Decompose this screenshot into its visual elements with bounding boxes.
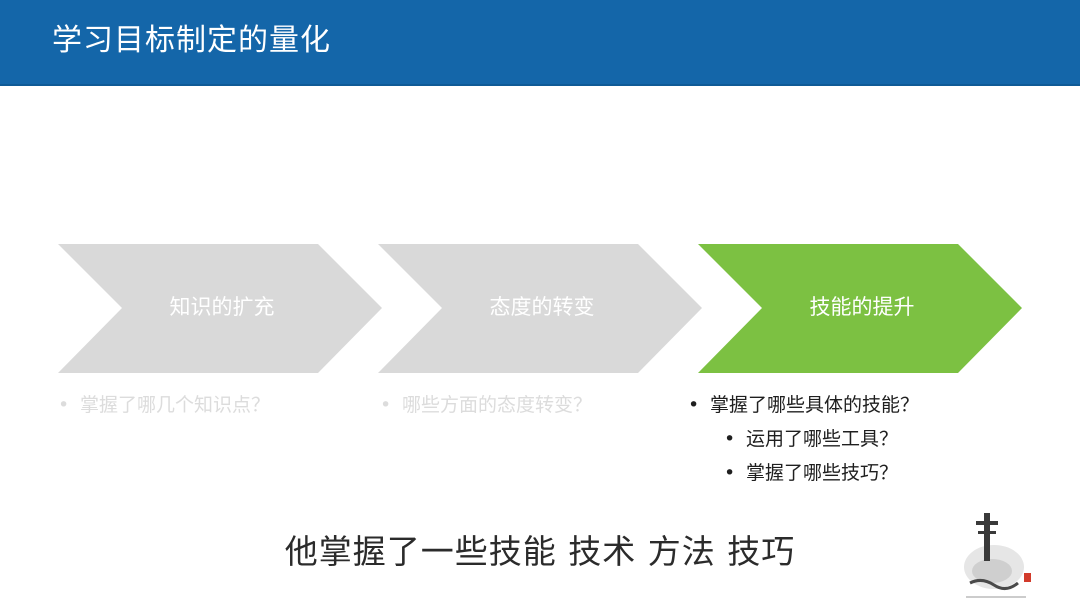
list-item-text: 运用了哪些工具？ [746,428,899,450]
list-item: • 哪些方面的态度转变？ [380,388,592,422]
list-item-text: 掌握了哪些技巧？ [746,462,899,484]
knowledge-list: • 掌握了哪几个知识点？ [58,388,270,422]
bullet-icon: • [724,428,736,450]
chevron-skills-label: 技能的提升 [809,295,915,319]
chevron-skills [698,244,1022,373]
bullet-icon: • [380,394,392,416]
bullet-icon: • [58,394,70,416]
list-item-text: 掌握了哪几个知识点？ [80,394,271,416]
list-item-text: 哪些方面的态度转变？ [402,394,593,416]
attitude-list: • 哪些方面的态度转变？ [380,388,592,422]
chevron-attitude-label: 态度的转变 [489,295,595,319]
ink-painting-logo-icon [964,513,1031,598]
list-sub-item: • 掌握了哪些技巧？ [688,456,919,490]
video-subtitle: 他掌握了一些技能 技术 方法 技巧 [284,532,796,571]
list-item: • 掌握了哪些具体的技能？ [688,388,919,422]
list-item-text: 掌握了哪些具体的技能？ [710,394,920,416]
chevron-attitude [378,244,702,373]
list-sub-item: • 运用了哪些工具？ [688,422,919,456]
skills-list: • 掌握了哪些具体的技能？ • 运用了哪些工具？ • 掌握了哪些技巧？ [688,388,919,490]
slide-header: 学习目标制定的量化 [0,0,1080,86]
list-item: • 掌握了哪几个知识点？ [58,388,270,422]
chevron-knowledge-label: 知识的扩充 [169,295,275,319]
bullet-icon: • [724,462,736,484]
slide-title: 学习目标制定的量化 [52,23,331,58]
chevron-knowledge [58,244,382,373]
bullet-icon: • [688,394,700,416]
